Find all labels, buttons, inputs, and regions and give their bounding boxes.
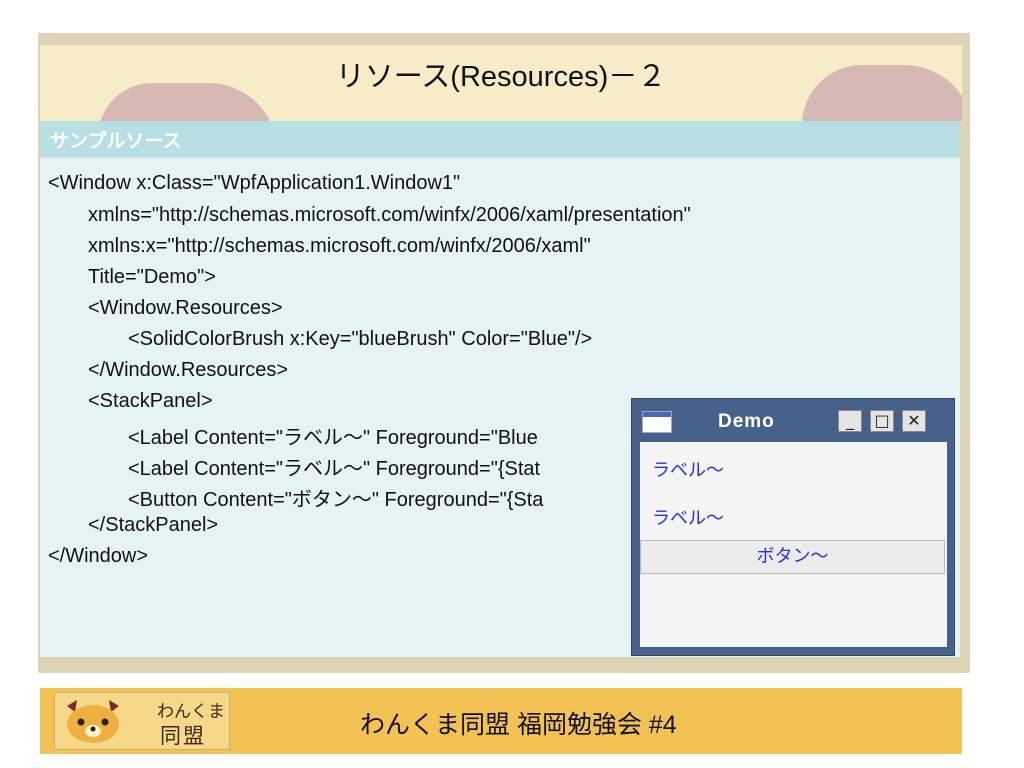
- code-line: </Window.Resources>: [88, 359, 289, 381]
- demo-label-1: ラベル～: [652, 460, 724, 480]
- close-button[interactable]: ✕: [902, 410, 926, 432]
- header-band: [40, 45, 962, 121]
- demo-window: Demo _ □ ✕ ラベル～ ラベル～ ボタン～: [631, 398, 955, 656]
- demo-label-2: ラベル～: [652, 508, 724, 528]
- footer-text: わんくま同盟 福岡勉強会 #4: [360, 711, 677, 739]
- window-app-icon: [642, 411, 672, 433]
- decorative-blob-right: [802, 65, 962, 121]
- code-line: </Window>: [48, 545, 149, 567]
- code-line: <Label Content="ラベル～" Foreground="Blue: [128, 427, 538, 449]
- code-line: xmlns="http://schemas.microsoft.com/winf…: [88, 204, 691, 226]
- demo-button[interactable]: ボタン～: [640, 540, 945, 574]
- section-bar: サンプルソース: [40, 121, 960, 159]
- slide-title: リソース(Resources)－２: [335, 61, 667, 93]
- demo-client-area: ラベル～ ラベル～ ボタン～: [640, 442, 947, 647]
- code-line: </StackPanel>: [88, 514, 219, 536]
- demo-window-title: Demo: [718, 411, 775, 432]
- code-line: <Label Content="ラベル～" Foreground="{Stat: [128, 458, 541, 480]
- demo-titlebar[interactable]: Demo _ □ ✕: [632, 399, 954, 441]
- section-label: サンプルソース: [50, 131, 182, 152]
- code-line: <Window x:Class="WpfApplication1.Window1…: [48, 172, 461, 194]
- code-line: xmlns:x="http://schemas.microsoft.com/wi…: [88, 235, 591, 257]
- wankuma-logo: わんくま 同盟: [54, 692, 230, 750]
- code-line: <Button Content="ボタン～" Foreground="{Sta: [128, 489, 544, 511]
- logo-text-line2: 同盟: [160, 725, 206, 748]
- code-line: Title="Demo">: [88, 266, 216, 288]
- minimize-button[interactable]: _: [838, 410, 862, 432]
- logo-text-line1: わんくま: [157, 702, 225, 721]
- footer-band: わんくま 同盟 わんくま同盟 福岡勉強会 #4: [40, 688, 962, 754]
- code-line: <StackPanel>: [88, 390, 213, 412]
- code-line: <SolidColorBrush x:Key="blueBrush" Color…: [128, 328, 593, 350]
- bear-icon: [67, 700, 119, 743]
- code-line: <Window.Resources>: [88, 297, 283, 319]
- maximize-button[interactable]: □: [870, 410, 894, 432]
